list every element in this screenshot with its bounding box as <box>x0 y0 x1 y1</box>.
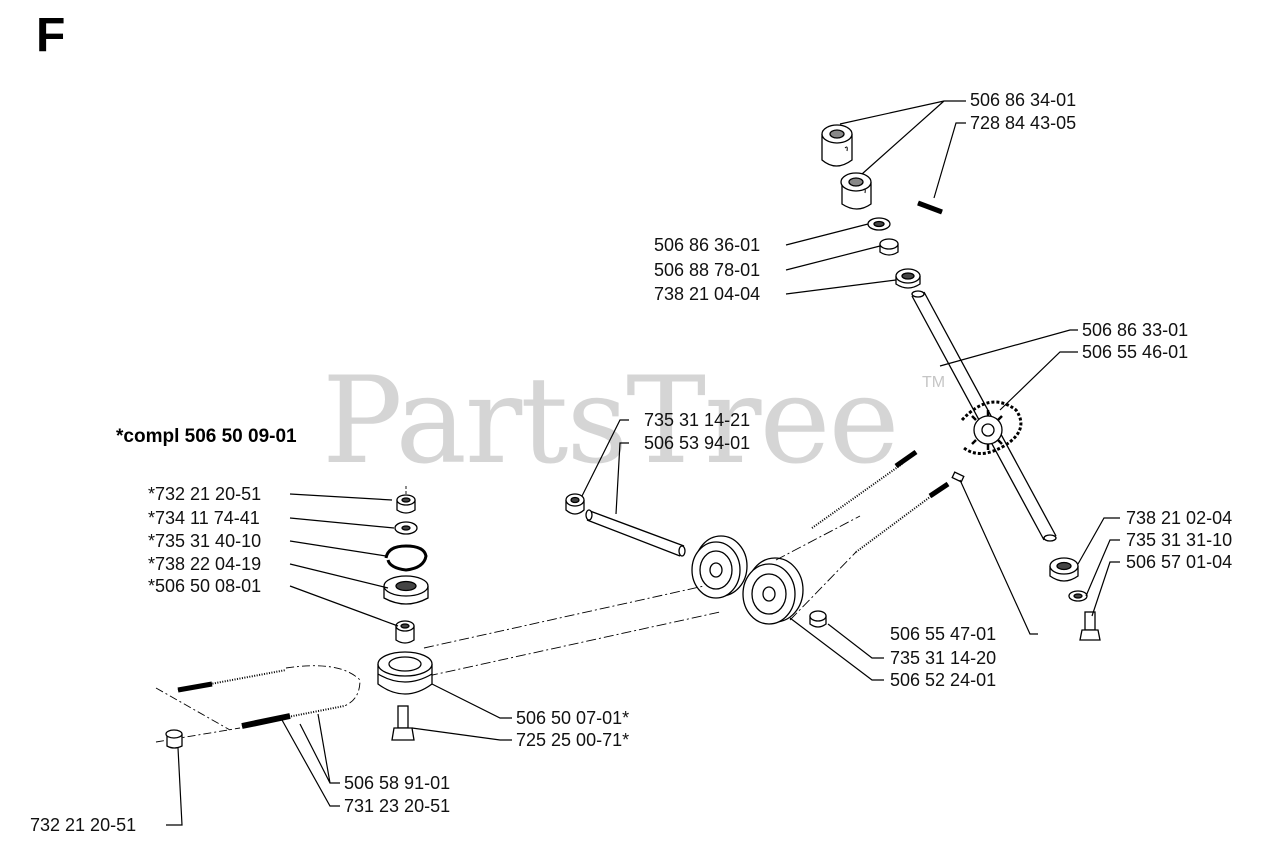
drive-chain <box>960 400 1023 455</box>
part-label-506-55-46-01: 506 55 46-01 <box>1082 342 1189 362</box>
part-label-725-25-00-71: 725 25 00-71* <box>516 730 630 750</box>
pulley-nut <box>809 610 827 628</box>
cable-upper <box>811 449 918 529</box>
part-label-506-57-01-04: 506 57 01-04 <box>1126 552 1233 572</box>
part-label-738-21-02-04: 738 21 02-04 <box>1126 508 1233 528</box>
part-label-506-50-08-01: *506 50 08-01 <box>148 576 262 596</box>
part-label-738-21-04-04: 738 21 04-04 <box>654 284 761 304</box>
part-label-731-23-20-51: 731 23 20-51 <box>344 796 451 816</box>
stack-spacer <box>395 620 415 644</box>
watermark-trademark: TM <box>922 374 946 391</box>
part-label-506-86-34-01: 506 86 34-01 <box>970 90 1077 110</box>
part-label-728-84-43-05: 728 84 43-05 <box>970 113 1077 133</box>
stack-washer <box>394 521 418 535</box>
part-label-735-31-40-10: *735 31 40-10 <box>148 531 262 551</box>
pulley-left <box>691 535 748 599</box>
part-label-506-58-91-01: 506 58 91-01 <box>344 773 451 793</box>
section-letter: F <box>36 9 66 62</box>
part-label-506-88-78-01: 506 88 78-01 <box>654 260 761 280</box>
part-label-506-55-47-01: 506 55 47-01 <box>890 624 997 644</box>
belt-path-lines <box>423 515 861 677</box>
axle-nut <box>565 493 585 515</box>
sprocket <box>971 410 1003 450</box>
lock-washer <box>384 544 428 572</box>
part-label-735-31-14-20: 735 31 14-20 <box>890 648 997 668</box>
part-label-506-50-07-01: 506 50 07-01* <box>516 708 630 728</box>
cable-end-nut <box>165 729 183 749</box>
axle-shaft <box>585 509 686 557</box>
stack-nut <box>396 486 416 514</box>
part-label-735-31-14-21: 735 31 14-21 <box>644 410 751 430</box>
leader-lines <box>166 100 1120 826</box>
vertical-shaft <box>911 290 1057 542</box>
part-label-738-22-04-19: *738 22 04-19 <box>148 554 262 574</box>
stack-bearing <box>383 575 429 605</box>
set-screw <box>917 200 943 215</box>
part-label-506-52-24-01: 506 52 24-01 <box>890 670 997 690</box>
part-label-734-11-74-41: *734 11 74-41 <box>148 508 260 528</box>
shaft-collar-upper <box>821 124 853 167</box>
bearing-bottom <box>1049 557 1079 582</box>
cable-lower <box>855 481 950 553</box>
idler-pulley <box>377 651 433 695</box>
bearing-top <box>895 268 921 289</box>
pulley-bolt <box>391 705 415 741</box>
part-label-735-31-31-10: 735 31 31-10 <box>1126 530 1233 550</box>
shaft-collar-lower <box>840 172 872 210</box>
cable-assembly-left <box>155 665 361 743</box>
bushing-top <box>879 238 899 256</box>
washer-top <box>867 217 891 231</box>
part-label-506-86-36-01: 506 86 36-01 <box>654 235 761 255</box>
part-label-506-86-33-01: 506 86 33-01 <box>1082 320 1189 340</box>
part-label-506-53-94-01: 506 53 94-01 <box>644 433 751 453</box>
assembly-label: *compl 506 50 09-01 <box>116 426 297 447</box>
part-label-732-21-20-51-bottom: 732 21 20-51 <box>30 815 137 835</box>
part-label-732-21-20-51-top: *732 21 20-51 <box>148 484 262 504</box>
chain-link <box>951 471 965 483</box>
bolt-bottom <box>1079 611 1101 641</box>
washer-bottom <box>1068 590 1088 602</box>
pulley-right <box>742 557 804 625</box>
